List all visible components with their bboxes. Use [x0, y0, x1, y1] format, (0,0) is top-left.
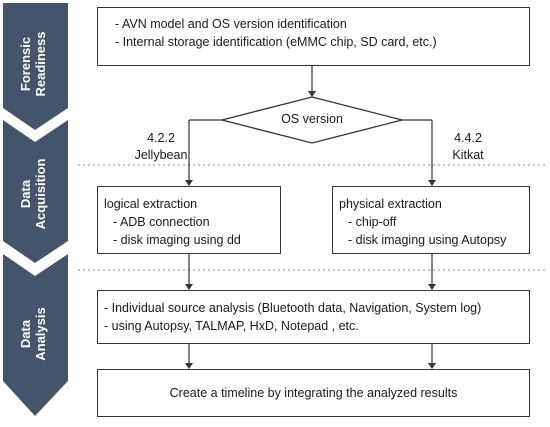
list-item: - disk imaging using dd: [113, 233, 241, 247]
analysis-item: - Individual source analysis (Bluetooth …: [104, 301, 482, 315]
list-item: - disk imaging using Autopsy: [348, 233, 507, 247]
arrowhead: [428, 363, 436, 369]
analysis-item: - using Autopsy, TALMAP, HxD, Notepad , …: [104, 319, 359, 333]
phase-arrow-analysis: [3, 254, 68, 416]
timeline-label: Create a timeline by integrating the ana…: [169, 386, 458, 400]
list-item: - ADB connection: [113, 215, 210, 229]
box-title: physical extraction: [339, 197, 442, 211]
readiness-item: - Internal storage identification (eMMC …: [115, 35, 437, 49]
physical-extraction-box: physical extraction - chip-off - disk im…: [332, 186, 530, 254]
list-item: - chip-off: [348, 215, 397, 229]
readiness-box: - AVN model and OS version identificatio…: [97, 7, 530, 66]
phase-arrow-readiness: [3, 3, 68, 130]
decision-label: OS version: [281, 112, 343, 126]
logical-extraction-box: logical extraction - ADB connection - di…: [97, 186, 281, 254]
arrowhead: [428, 180, 436, 186]
arrowhead: [185, 284, 193, 290]
readiness-item: - AVN model and OS version identificatio…: [115, 17, 347, 31]
arrowhead: [428, 284, 436, 290]
arrowhead: [185, 180, 193, 186]
arrowhead: [185, 363, 193, 369]
phase-arrow-acquisition: [3, 120, 68, 263]
analysis-box: - Individual source analysis (Bluetooth …: [97, 290, 530, 344]
decision-diamond: [221, 96, 403, 144]
box-title: logical extraction: [104, 197, 198, 211]
arrowhead: [308, 91, 316, 97]
timeline-box: Create a timeline by integrating the ana…: [97, 369, 530, 417]
